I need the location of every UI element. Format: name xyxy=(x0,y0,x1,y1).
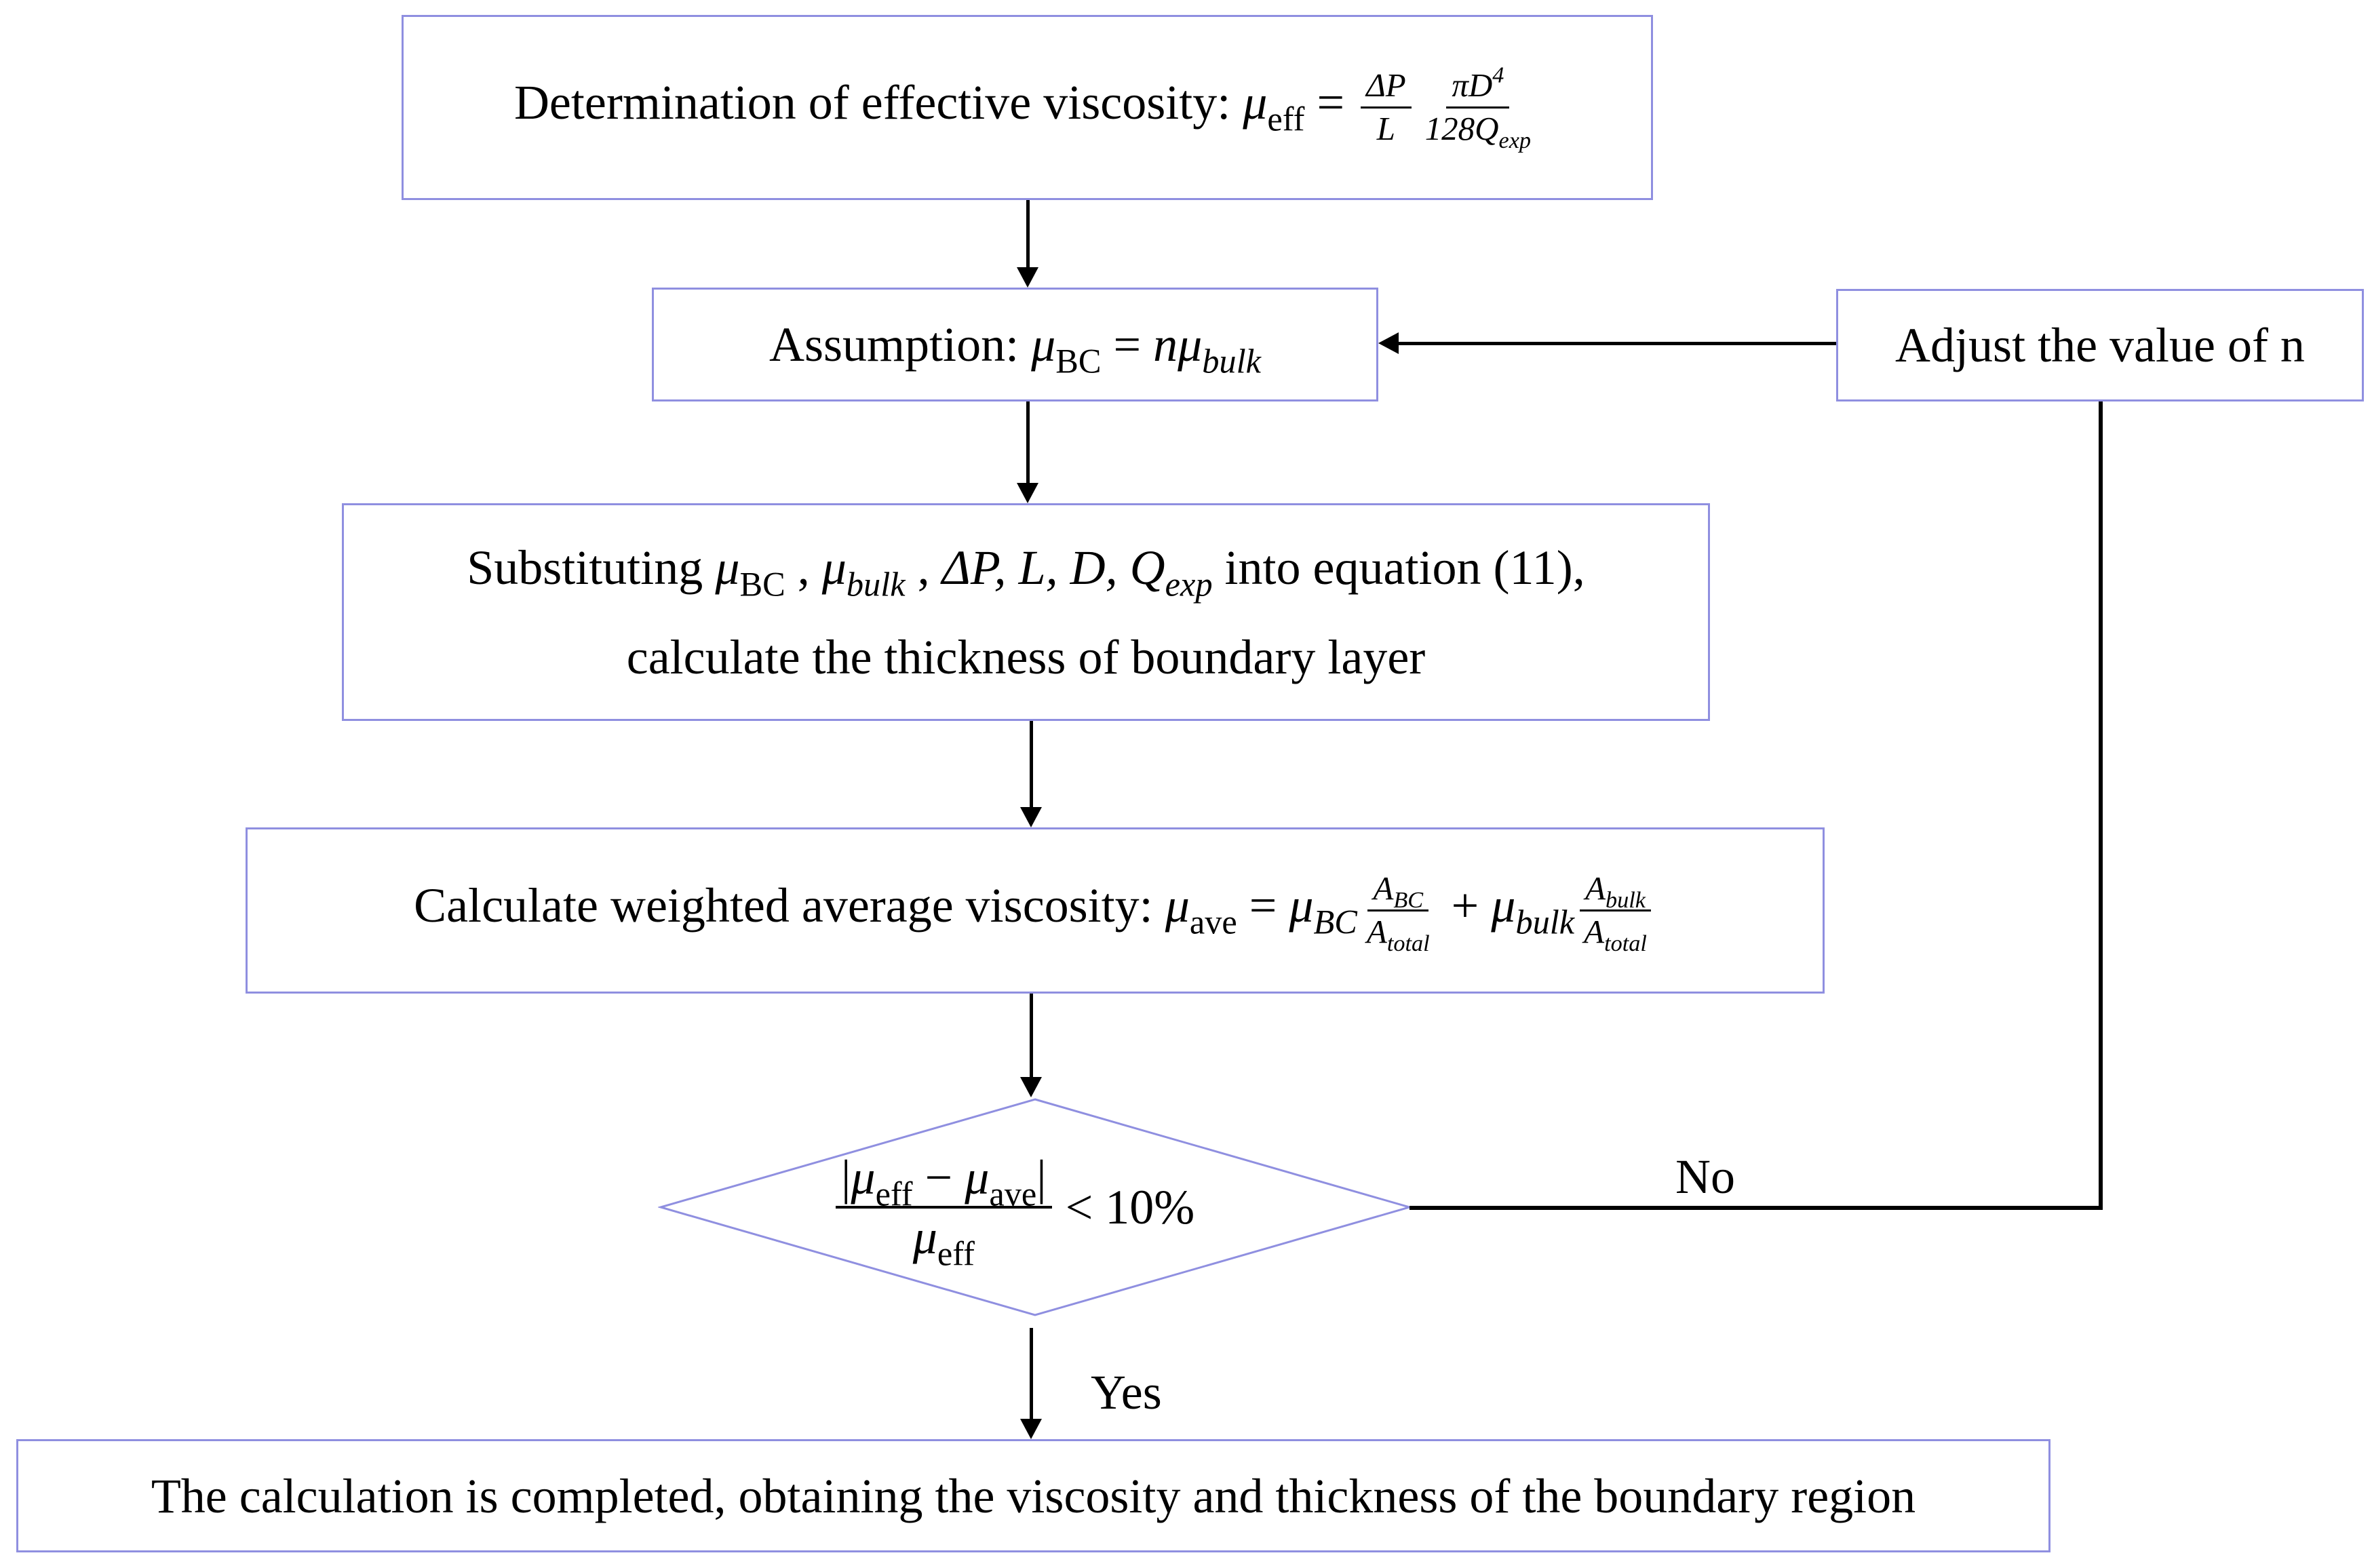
minus-sign: − xyxy=(912,1150,965,1204)
mu-eff-subscript: eff xyxy=(875,1175,913,1213)
denominator-text: A xyxy=(1366,913,1387,950)
effective-viscosity-text: Determination of effective viscosity: μe… xyxy=(513,63,1540,152)
effective-viscosity-label: Determination of effective viscosity: xyxy=(513,75,1243,130)
final-result-box: The calculation is completed, obtaining … xyxy=(16,1439,2050,1552)
mu-bc-subscript: BC xyxy=(739,565,785,604)
substitution-label: Substituting xyxy=(467,540,716,595)
mu-bulk-symbol: μ xyxy=(1491,878,1516,933)
mu-eff-subscript: eff xyxy=(937,1234,975,1273)
fraction-numerator: ΔP xyxy=(1361,68,1412,109)
numerator-subscript: bulk xyxy=(1605,887,1646,914)
mu-eff-symbol: μ xyxy=(851,1150,876,1204)
fraction-denominator: Atotal xyxy=(1578,912,1652,955)
abs-bar-left: | xyxy=(841,1150,851,1204)
mu-bulk-symbol: μ xyxy=(821,540,847,595)
rhs-subscript: bulk xyxy=(1202,342,1261,380)
connector-4-decision xyxy=(1030,994,1033,1077)
mu-ave-symbol: μ xyxy=(965,1150,990,1204)
arrowhead-1-2 xyxy=(1017,267,1038,288)
mu-bulk-subscript: bulk xyxy=(846,565,906,604)
adjust-n-label: Adjust the value of n xyxy=(1895,318,2305,372)
length-diameter-symbols: L, D, xyxy=(1018,540,1130,595)
mu-ave-subscript: ave xyxy=(1189,903,1237,941)
separator: , xyxy=(905,540,942,595)
mu-subscript: eff xyxy=(1267,100,1305,138)
substitution-line-1: Substituting μBC , μbulk , ΔP, L, D, Qex… xyxy=(467,540,1585,602)
assumption-box: Assumption: μBC = nμbulk xyxy=(652,288,1378,401)
equation-reference: into equation (11), xyxy=(1212,540,1585,595)
rhs-text: nμ xyxy=(1153,317,1203,372)
arrowhead-adjust-to-assumption xyxy=(1378,332,1399,354)
fraction-denominator: Atotal xyxy=(1361,912,1435,955)
fraction-denominator: 128Qexp xyxy=(1420,109,1536,152)
substitution-line-2: calculate the thickness of boundary laye… xyxy=(626,629,1426,684)
edge-label-no: No xyxy=(1675,1150,1735,1204)
mu-bulk-subscript: bulk xyxy=(1515,903,1575,941)
connector-3-4 xyxy=(1030,721,1033,807)
abs-bar-right: | xyxy=(1036,1150,1047,1204)
arrowhead-2-3 xyxy=(1017,483,1038,503)
fraction-numerator: |μeff − μave| xyxy=(836,1150,1052,1211)
pressure-drop-symbol: ΔP, xyxy=(941,540,1019,595)
mu-subscript: BC xyxy=(1055,342,1102,380)
fraction-denominator: μeff xyxy=(908,1209,980,1271)
numerator-subscript: BC xyxy=(1393,887,1424,914)
fraction-numerator: ABC xyxy=(1367,869,1429,914)
equals-sign: = xyxy=(1304,75,1357,130)
mu-ave-symbol: μ xyxy=(1165,878,1190,933)
denominator-subscript: exp xyxy=(1498,127,1532,153)
arrowhead-3-4 xyxy=(1020,807,1042,827)
mu-bc-symbol: μ xyxy=(1289,878,1314,933)
adjust-n-box: Adjust the value of n xyxy=(1836,289,2364,401)
substitution-box: Substituting μBC , μbulk , ΔP, L, D, Qex… xyxy=(342,503,1710,721)
fraction-numerator: Abulk xyxy=(1580,869,1651,914)
mu-eff-symbol: μ xyxy=(912,1210,937,1264)
mu-bc-symbol: μ xyxy=(715,540,740,595)
weighted-average-box: Calculate weighted average viscosity: μa… xyxy=(246,827,1825,994)
flow-rate-subscript: exp xyxy=(1165,565,1213,604)
denominator-subscript: total xyxy=(1386,930,1430,956)
mu-ave-subscript: ave xyxy=(989,1175,1037,1213)
denominator-text: 128Q xyxy=(1424,110,1499,147)
denominator-text: A xyxy=(1584,913,1605,950)
mu-symbol: μ xyxy=(1243,75,1268,130)
weighted-average-text: Calculate weighted average viscosity: μa… xyxy=(414,869,1656,955)
connector-no-horizontal xyxy=(1409,1206,2103,1210)
connector-2-3 xyxy=(1026,401,1030,483)
final-result-label: The calculation is completed, obtaining … xyxy=(151,1468,1916,1523)
weighted-average-label: Calculate weighted average viscosity: xyxy=(414,878,1165,933)
fraction-denominator: L xyxy=(1376,110,1395,147)
edge-label-yes: Yes xyxy=(1091,1365,1162,1419)
arrowhead-yes xyxy=(1020,1419,1042,1439)
denominator-subscript: total xyxy=(1604,930,1647,956)
relative-error-fraction: |μeff − μave|μeff xyxy=(836,1150,1052,1271)
plus-sign: + xyxy=(1439,878,1492,933)
mu-symbol: μ xyxy=(1031,317,1056,372)
assumption-label: Assumption: xyxy=(769,317,1032,372)
numerator-text: A xyxy=(1373,869,1394,907)
decision-text: |μeff − μave|μeff< 10% xyxy=(832,1112,1194,1302)
equals-sign: = xyxy=(1237,878,1289,933)
exponent: 4 xyxy=(1492,62,1504,88)
connector-adjust-to-assumption xyxy=(1399,342,1836,345)
assumption-text: Assumption: μBC = nμbulk xyxy=(769,317,1261,378)
numerator-text: πD xyxy=(1452,66,1493,104)
equals-sign: = xyxy=(1101,317,1154,372)
mu-bc-subscript: BC xyxy=(1313,903,1357,941)
flow-rate-symbol: Q xyxy=(1129,540,1165,595)
effective-viscosity-box: Determination of effective viscosity: μe… xyxy=(402,15,1653,200)
threshold-text: < 10% xyxy=(1065,1180,1195,1234)
connector-1-2 xyxy=(1026,200,1030,268)
separator: , xyxy=(785,540,822,595)
connector-no-vertical xyxy=(2099,401,2103,1210)
connector-yes xyxy=(1030,1328,1033,1419)
numerator-text: A xyxy=(1585,869,1606,907)
arrowhead-4-decision xyxy=(1020,1077,1042,1097)
fraction-numerator: πD4 xyxy=(1446,63,1510,109)
